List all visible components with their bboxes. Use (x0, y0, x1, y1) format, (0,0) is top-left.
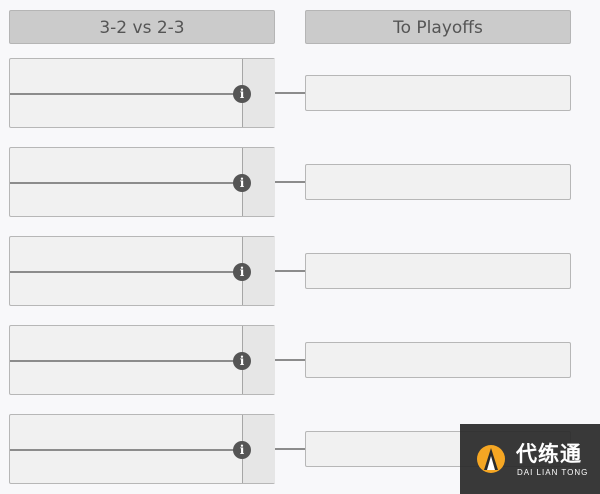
flame-logo-icon (477, 445, 505, 473)
playoff-slot-4[interactable] (305, 342, 571, 378)
match-1-team-bottom[interactable] (10, 93, 242, 127)
info-icon[interactable]: i (233, 85, 251, 103)
playoff-slot-3[interactable] (305, 253, 571, 289)
info-icon[interactable]: i (233, 441, 251, 459)
match-box-4[interactable]: i (9, 325, 275, 395)
match-2-team-top[interactable] (10, 148, 242, 182)
watermark-text-en: DAI LIAN TONG (517, 468, 589, 477)
match-1-team-top[interactable] (10, 59, 242, 93)
round-header-3-2-vs-2-3: 3-2 vs 2-3 (9, 10, 275, 44)
match-divider (10, 93, 242, 95)
bracket-connector (275, 359, 305, 361)
bracket-connector (275, 448, 305, 450)
match-2-team-bottom[interactable] (10, 182, 242, 216)
match-divider (10, 182, 242, 184)
bracket-connector (275, 92, 305, 94)
match-5-team-top[interactable] (10, 415, 242, 449)
round-header-to-playoffs: To Playoffs (305, 10, 571, 44)
info-icon[interactable]: i (233, 263, 251, 281)
bracket-connector (275, 181, 305, 183)
info-icon[interactable]: i (233, 174, 251, 192)
watermark-text-cn: 代练通 (516, 442, 582, 466)
match-4-team-top[interactable] (10, 326, 242, 360)
playoff-slot-1[interactable] (305, 75, 571, 111)
watermark: 代练通 DAI LIAN TONG (460, 424, 600, 494)
match-box-5[interactable]: i (9, 414, 275, 484)
match-divider (10, 449, 242, 451)
match-4-team-bottom[interactable] (10, 360, 242, 394)
match-5-team-bottom[interactable] (10, 449, 242, 483)
match-box-1[interactable]: i (9, 58, 275, 128)
match-box-3[interactable]: i (9, 236, 275, 306)
bracket-connector (275, 270, 305, 272)
match-divider (10, 271, 242, 273)
playoff-slot-2[interactable] (305, 164, 571, 200)
match-3-team-top[interactable] (10, 237, 242, 271)
match-divider (10, 360, 242, 362)
info-icon[interactable]: i (233, 352, 251, 370)
match-box-2[interactable]: i (9, 147, 275, 217)
match-3-team-bottom[interactable] (10, 271, 242, 305)
